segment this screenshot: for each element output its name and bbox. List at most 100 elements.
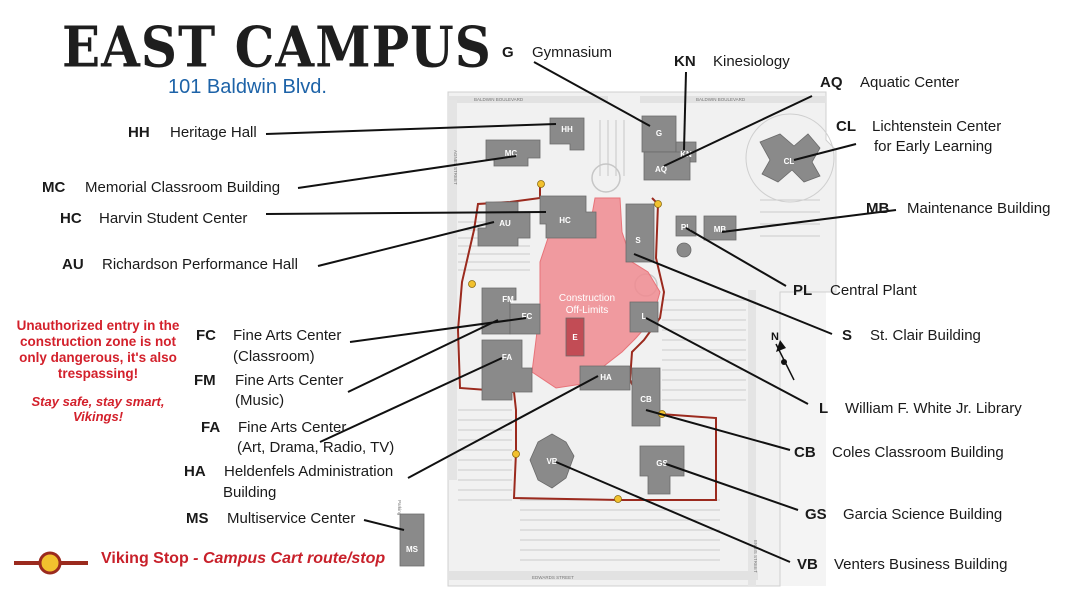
label-fc-2: (Classroom) bbox=[233, 348, 315, 365]
label-fa: Fine Arts Center bbox=[238, 419, 347, 436]
map-code-g: G bbox=[656, 129, 662, 138]
label-vb: Venters Business Building bbox=[834, 556, 1008, 573]
label-g: Gymnasium bbox=[532, 44, 613, 61]
leader-s bbox=[633, 253, 833, 335]
code-fc: FC bbox=[196, 327, 216, 344]
label-l: William F. White Jr. Library bbox=[845, 400, 1022, 417]
code-gs: GS bbox=[805, 506, 827, 523]
viking-stop-5 bbox=[614, 495, 622, 503]
street-agnes: AGNES STREET bbox=[453, 150, 458, 185]
safety-slogan: Stay safe, stay smart, Vikings! bbox=[31, 394, 165, 424]
map-code-cb: CB bbox=[640, 395, 652, 404]
code-vb: VB bbox=[797, 556, 818, 573]
building-fa bbox=[481, 339, 533, 401]
viking-stop-1 bbox=[537, 180, 545, 188]
legend-title: Viking Stop bbox=[101, 550, 189, 567]
building-hc bbox=[539, 195, 597, 239]
construction-warning: Unauthorized entry in the construction z… bbox=[16, 318, 180, 381]
viking-stop-3 bbox=[468, 280, 476, 288]
code-mc: MC bbox=[42, 179, 66, 196]
map-code-ms: MS bbox=[406, 545, 419, 554]
building-mb bbox=[703, 215, 737, 241]
code-hh: HH bbox=[128, 124, 150, 141]
label-gs: Garcia Science Building bbox=[843, 506, 1003, 523]
building-hh bbox=[549, 117, 585, 151]
map-code-mc: MC bbox=[505, 149, 518, 158]
label-hh: Heritage Hall bbox=[170, 124, 257, 141]
label-hc: Harvin Student Center bbox=[99, 210, 248, 227]
viking-stop-4 bbox=[512, 450, 520, 458]
leader-au bbox=[317, 221, 495, 267]
map-code-fm: FM bbox=[502, 295, 514, 304]
map-code-fa: FA bbox=[502, 353, 512, 362]
code-aq: AQ bbox=[820, 74, 843, 91]
building-cl bbox=[759, 133, 821, 183]
map-code-fc: FC bbox=[522, 312, 533, 321]
legend: Viking Stop - Campus Cart route/stop bbox=[101, 550, 385, 568]
leader-ha bbox=[407, 375, 599, 479]
leader-l bbox=[645, 317, 809, 405]
leader-ms bbox=[363, 519, 405, 531]
leader-fm bbox=[347, 319, 499, 393]
label-fm: Fine Arts Center bbox=[235, 372, 344, 389]
code-s: S bbox=[842, 327, 853, 344]
label-fa-2: (Art, Drama, Radio, TV) bbox=[237, 439, 395, 456]
buildings bbox=[399, 115, 821, 567]
label-mc: Memorial Classroom Building bbox=[85, 179, 281, 196]
leader-aq bbox=[663, 95, 813, 167]
label-mb: Maintenance Building bbox=[907, 200, 1051, 217]
map-code-pl: PL bbox=[681, 223, 691, 232]
leader-hc bbox=[265, 211, 547, 215]
viking-stop-legend-icon bbox=[14, 551, 88, 575]
leader-vb bbox=[555, 461, 791, 563]
code-cl: CL bbox=[836, 118, 856, 135]
viking-stop-2 bbox=[654, 200, 662, 208]
map-code-mb: MB bbox=[714, 225, 727, 234]
label-s: St. Clair Building bbox=[870, 327, 981, 344]
label-ha: Heldenfels Administration bbox=[224, 463, 394, 480]
map-code-hc: HC bbox=[559, 216, 571, 225]
leader-mc bbox=[297, 155, 517, 189]
leader-gs bbox=[665, 463, 799, 511]
map-code-vb: VB bbox=[546, 457, 557, 466]
viking-stops bbox=[468, 180, 666, 503]
construction-label-line1: Construction bbox=[559, 293, 615, 304]
code-fa: FA bbox=[201, 419, 221, 436]
street-parking: Parking bbox=[397, 500, 402, 516]
leader-mb bbox=[721, 209, 897, 233]
label-fm-2: (Music) bbox=[235, 392, 285, 409]
compass-icon bbox=[775, 340, 795, 381]
label-au: Richardson Performance Hall bbox=[102, 256, 298, 273]
compass-label: N bbox=[771, 331, 779, 343]
map-code-aq: AQ bbox=[655, 165, 667, 174]
construction-label-line2: Off-Limits bbox=[566, 305, 609, 316]
map-code-l: L bbox=[642, 312, 647, 321]
code-cb: CB bbox=[794, 444, 816, 461]
street-ennis: ENNIS STREET bbox=[753, 540, 758, 573]
leader-cl bbox=[793, 143, 857, 161]
code-pl: PL bbox=[793, 282, 813, 299]
code-au: AU bbox=[62, 256, 84, 273]
code-ms: MS bbox=[186, 510, 209, 527]
leader-fc bbox=[349, 317, 527, 343]
legend-description: - Campus Cart route/stop bbox=[188, 550, 386, 567]
label-aq: Aquatic Center bbox=[860, 74, 960, 91]
code-mb: MB bbox=[866, 200, 890, 217]
building-l bbox=[629, 301, 659, 333]
building-e bbox=[565, 317, 585, 357]
leader-cb bbox=[645, 409, 791, 451]
map-code-s: S bbox=[635, 236, 641, 245]
leader-lines bbox=[265, 61, 897, 563]
code-kn: KN bbox=[674, 53, 696, 70]
label-ha-2: Building bbox=[223, 484, 277, 501]
label-kn: Kinesiology bbox=[713, 53, 790, 70]
map-code-ha: HA bbox=[600, 373, 612, 382]
building-ms bbox=[399, 513, 425, 567]
code-g: G bbox=[502, 44, 514, 61]
building-s bbox=[625, 203, 655, 263]
street-baldwin-left: BALDWIN BOULEVARD bbox=[474, 97, 524, 102]
map-code-gs: GS bbox=[656, 459, 668, 468]
label-ms: Multiservice Center bbox=[227, 510, 356, 527]
map-code-au: AU bbox=[499, 219, 511, 228]
